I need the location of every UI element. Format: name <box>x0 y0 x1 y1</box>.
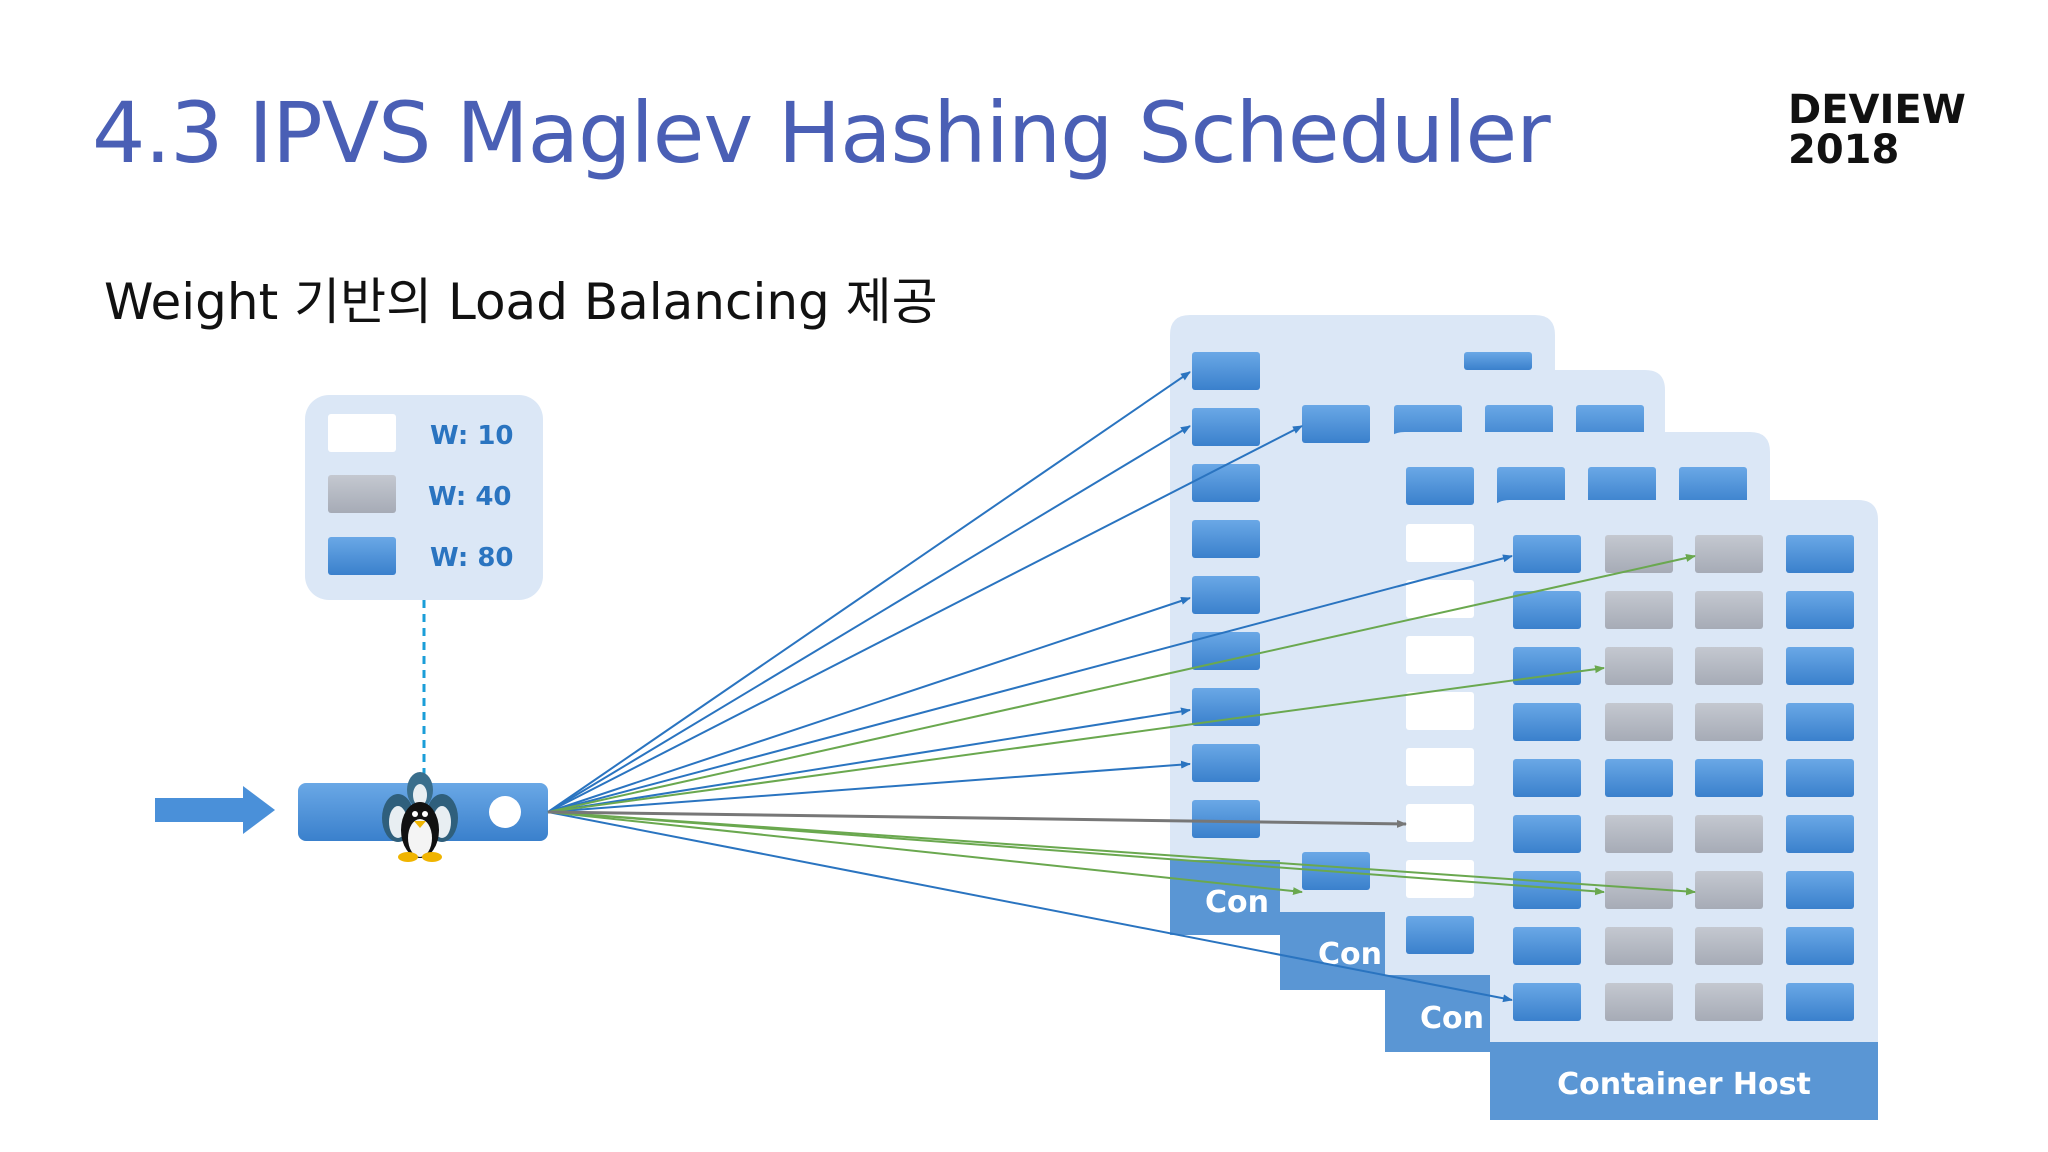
slot-block-w80 <box>1695 759 1763 797</box>
slot-block-w40 <box>1695 871 1763 909</box>
slot-block-w80 <box>1513 927 1581 965</box>
slot-block-w80 <box>1605 759 1673 797</box>
slot-block-w80 <box>1513 759 1581 797</box>
slot-block-w80 <box>1786 983 1854 1021</box>
legend-label-w10: W: 10 <box>430 421 514 451</box>
host-4-label: Container Host <box>1557 1067 1811 1102</box>
host-3-label: Con <box>1420 1001 1484 1036</box>
slot-block-w40 <box>1605 927 1673 965</box>
subtitle: Weight 기반의 Load Balancing 제공 <box>104 273 938 331</box>
legend-swatch-w80 <box>328 537 396 575</box>
blue-arrow <box>547 760 1191 813</box>
tux-penguins-icon <box>382 772 458 862</box>
green-arrow <box>547 811 1696 896</box>
slot-block-w40 <box>1695 703 1763 741</box>
slot-block-w80 <box>1786 759 1854 797</box>
green-arrow <box>547 811 1303 896</box>
host-3-blocks <box>1406 467 1747 954</box>
slot-block-w80 <box>1513 647 1581 685</box>
slot-block-w80 <box>1786 703 1854 741</box>
slot-block-w80 <box>1513 703 1581 741</box>
weight-legend: W: 10 W: 40 W: 80 <box>305 395 543 600</box>
blue-arrow <box>547 597 1191 813</box>
slot-block-w40 <box>1605 647 1673 685</box>
deview-logo: DEVIEW 2018 <box>1788 90 1966 170</box>
slot-block-w80 <box>1786 647 1854 685</box>
slot-block-w40 <box>1695 591 1763 629</box>
slot-block-w40 <box>1605 535 1673 573</box>
host-4-footer <box>1490 1042 1878 1120</box>
container-host-4: Container Host <box>1490 500 1878 1120</box>
page-title: 4.3 IPVS Maglev Hashing Scheduler <box>92 84 1551 182</box>
blue-arrow <box>547 811 1513 1003</box>
slot-block-w80 <box>1513 983 1581 1021</box>
host-2-label: Con <box>1318 937 1382 972</box>
arrow-right-icon <box>155 786 275 834</box>
slot-block-w80 <box>1786 927 1854 965</box>
slot-block-w40 <box>1605 871 1673 909</box>
slot-block-w80 <box>1786 871 1854 909</box>
green-arrow <box>547 554 1696 813</box>
blue-arrow <box>547 425 1191 813</box>
slot-block-w40 <box>1605 703 1673 741</box>
slot-block-w40 <box>1695 927 1763 965</box>
slot-block-w40 <box>1695 535 1763 573</box>
slot-block-w40 <box>1695 647 1763 685</box>
slot-block-w80 <box>1513 815 1581 853</box>
hash-arrows <box>547 371 1696 1003</box>
blue-arrow <box>547 554 1513 813</box>
slot-block-w80 <box>1786 591 1854 629</box>
blue-arrow <box>547 371 1191 813</box>
logo-line-1: DEVIEW <box>1788 87 1966 133</box>
slot-block-w40 <box>1605 983 1673 1021</box>
blue-arrow <box>547 425 1303 813</box>
logo-line-2: 2018 <box>1788 127 1900 173</box>
slot-block-w40 <box>1695 815 1763 853</box>
slot-block-w40 <box>1605 591 1673 629</box>
green-arrow <box>547 665 1605 813</box>
host-1-label: Con <box>1205 885 1269 920</box>
slot-block-w80 <box>1786 815 1854 853</box>
host-4-block-grid <box>1513 535 1854 1021</box>
slot-block-w40 <box>1605 815 1673 853</box>
legend-swatch-w10 <box>328 414 396 452</box>
green-arrow <box>547 811 1605 896</box>
legend-label-w40: W: 40 <box>428 482 512 512</box>
legend-swatch-w40 <box>328 475 396 513</box>
slot-block-w80 <box>1513 535 1581 573</box>
legend-label-w80: W: 80 <box>430 543 514 573</box>
slot-block-w80 <box>1513 591 1581 629</box>
slot-block-w40 <box>1695 983 1763 1021</box>
gray-arrow <box>547 810 1407 828</box>
blue-arrow <box>547 707 1191 813</box>
slot-block-w80 <box>1786 535 1854 573</box>
